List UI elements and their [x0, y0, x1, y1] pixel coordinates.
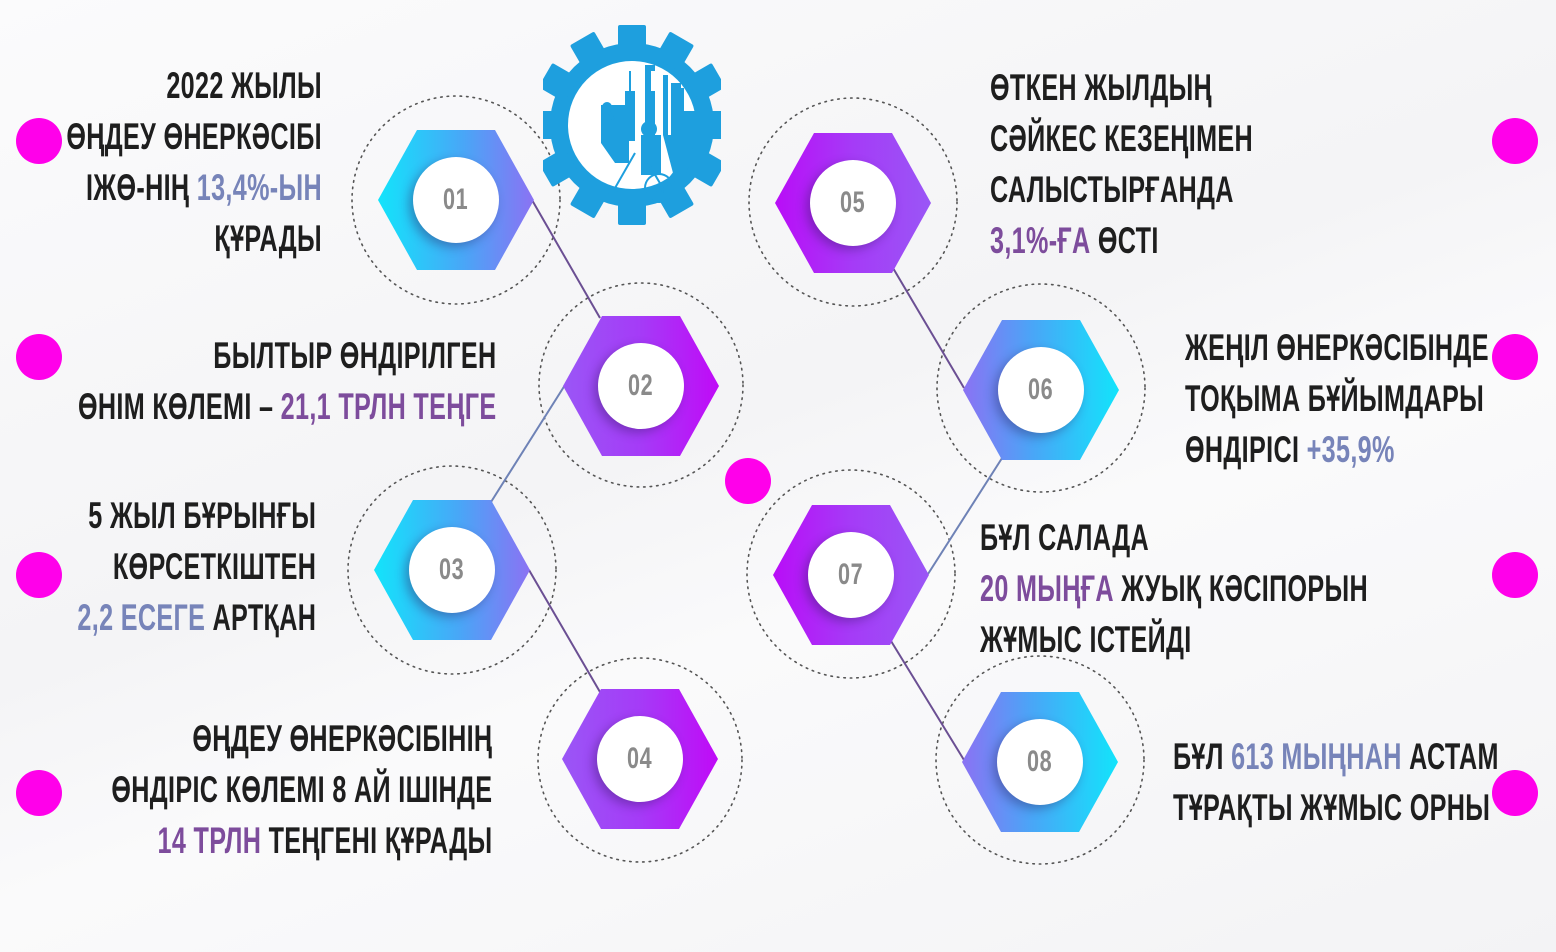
gear-factory-flask-icon: [543, 25, 721, 225]
text-segment: АСТАМ: [1401, 736, 1499, 777]
text-segment: ӨТКЕН ЖЫЛДЫҢ: [990, 67, 1213, 108]
highlight-value: 613 МЫҢНАН: [1231, 736, 1402, 777]
text-segment: 2022 ЖЫЛЫ: [166, 65, 322, 106]
number-badge: 04: [597, 716, 683, 802]
fact-text-02: БЫЛТЫР ӨНДІРІЛГЕН ӨНІМ КӨЛЕМІ – 21,1 ТРЛ…: [77, 330, 496, 432]
number-badge: 03: [409, 527, 495, 613]
node-number: 08: [1027, 745, 1053, 778]
highlight-value: +35,9%: [1306, 429, 1395, 470]
text-segment: СӘЙКЕС КЕЗЕҢІМЕН: [990, 118, 1254, 159]
text-segment: ӨНДІРІСІ: [1185, 429, 1307, 470]
node-number: 04: [627, 742, 653, 775]
number-badge: 05: [810, 160, 896, 246]
fact-text-04: ӨҢДЕУ ӨНЕРКӘСІБІНІҢ ӨНДІРІС КӨЛЕМІ 8 АЙ …: [111, 713, 492, 866]
text-segment: САЛЫСТЫРҒАНДА: [990, 169, 1234, 210]
bullet-dot-01: [16, 118, 62, 164]
node-number: 05: [840, 186, 866, 219]
highlight-value: 21,1 ТРЛН ТЕҢГЕ: [280, 386, 496, 427]
fact-text-03: 5 ЖЫЛ БҰРЫНҒЫ КӨРСЕТКІШТЕН 2,2 ЕСЕГЕ АРТ…: [77, 490, 316, 643]
text-segment: ҚҰРАДЫ: [214, 218, 322, 259]
text-segment: ӨҢДЕУ ӨНЕРКӘСІБІ: [66, 116, 322, 157]
bullet-dot-08: [1492, 770, 1538, 816]
bullet-dot-03: [16, 552, 62, 598]
text-segment: ТҰРАҚТЫ ЖҰМЫС ОРНЫ: [1173, 787, 1491, 828]
highlight-value: 14 ТРЛН: [157, 820, 261, 861]
text-segment: ІЖӨ-НІҢ: [86, 167, 197, 208]
number-badge: 08: [997, 719, 1083, 805]
hex-node-01: 01: [378, 130, 534, 270]
number-badge: 06: [998, 347, 1084, 433]
fact-text-08: БҰЛ 613 МЫҢНАН АСТАМ ТҰРАҚТЫ ЖҰМЫС ОРНЫ: [1173, 731, 1499, 833]
hex-node-07: 07: [773, 505, 929, 645]
node-number: 06: [1028, 373, 1054, 406]
hex-node-08: 08: [962, 692, 1118, 832]
hex-node-03: 03: [374, 500, 530, 640]
number-badge: 07: [808, 532, 894, 618]
fact-text-05: ӨТКЕН ЖЫЛДЫҢ СӘЙКЕС КЕЗЕҢІМЕН САЛЫСТЫРҒА…: [990, 62, 1253, 266]
bullet-dot-center: [725, 458, 771, 504]
highlight-value: 2,2 ЕСЕГЕ: [77, 597, 205, 638]
text-segment: ЖУЫҚ КӘСІПОРЫН: [1113, 568, 1369, 609]
text-segment: КӨРСЕТКІШТЕН: [112, 546, 316, 587]
text-segment: БЫЛТЫР ӨНДІРІЛГЕН: [212, 335, 497, 376]
text-segment: АРТҚАН: [204, 597, 316, 638]
number-badge: 01: [413, 157, 499, 243]
hex-node-06: 06: [963, 320, 1119, 460]
bullet-dot-04: [16, 770, 62, 816]
number-badge: 02: [598, 343, 684, 429]
node-number: 01: [443, 183, 469, 216]
text-segment: 5 ЖЫЛ БҰРЫНҒЫ: [88, 495, 316, 536]
bullet-dot-02: [16, 334, 62, 380]
text-segment: ЖҰМЫС ІСТЕЙДІ: [980, 619, 1192, 660]
text-segment: ӨНДІРІС КӨЛЕМІ 8 АЙ ІШІНДЕ: [110, 769, 492, 810]
highlight-value: 13,4%-ЫН: [196, 167, 322, 208]
fact-text-07: БҰЛ САЛАДА 20 МЫҢҒА ЖУЫҚ КӘСІПОРЫН ЖҰМЫС…: [980, 512, 1368, 665]
bullet-dot-06: [1492, 334, 1538, 380]
hex-node-05: 05: [775, 133, 931, 273]
fact-text-01: 2022 ЖЫЛЫ ӨҢДЕУ ӨНЕРКӘСІБІ ІЖӨ-НІҢ 13,4%…: [66, 60, 322, 264]
fact-text-06: ЖЕҢІЛ ӨНЕРКӘСІБІНДЕ ТОҚЫМА БҰЙЫМДАРЫ ӨНД…: [1185, 322, 1489, 475]
text-segment: ТЕҢГЕНІ ҚҰРАДЫ: [260, 820, 492, 861]
text-segment: ТОҚЫМА БҰЙЫМДАРЫ: [1185, 378, 1485, 419]
hex-node-04: 04: [562, 689, 718, 829]
text-segment: ӨҢДЕУ ӨНЕРКӘСІБІНІҢ: [191, 718, 492, 759]
highlight-value: 3,1%-ҒА: [990, 220, 1091, 261]
node-number: 02: [628, 369, 654, 402]
bullet-dot-05: [1492, 118, 1538, 164]
node-number: 07: [838, 558, 864, 591]
node-number: 03: [439, 553, 465, 586]
text-segment: БҰЛ САЛАДА: [980, 517, 1150, 558]
highlight-value: 20 МЫҢҒА: [980, 568, 1114, 609]
bullet-dot-07: [1492, 552, 1538, 598]
text-segment: БҰЛ: [1173, 736, 1232, 777]
text-segment: ӨСТІ: [1090, 220, 1159, 261]
text-segment: ЖЕҢІЛ ӨНЕРКӘСІБІНДЕ: [1185, 327, 1489, 368]
hex-node-02: 02: [563, 316, 719, 456]
text-segment: ӨНІМ КӨЛЕМІ –: [77, 386, 281, 427]
